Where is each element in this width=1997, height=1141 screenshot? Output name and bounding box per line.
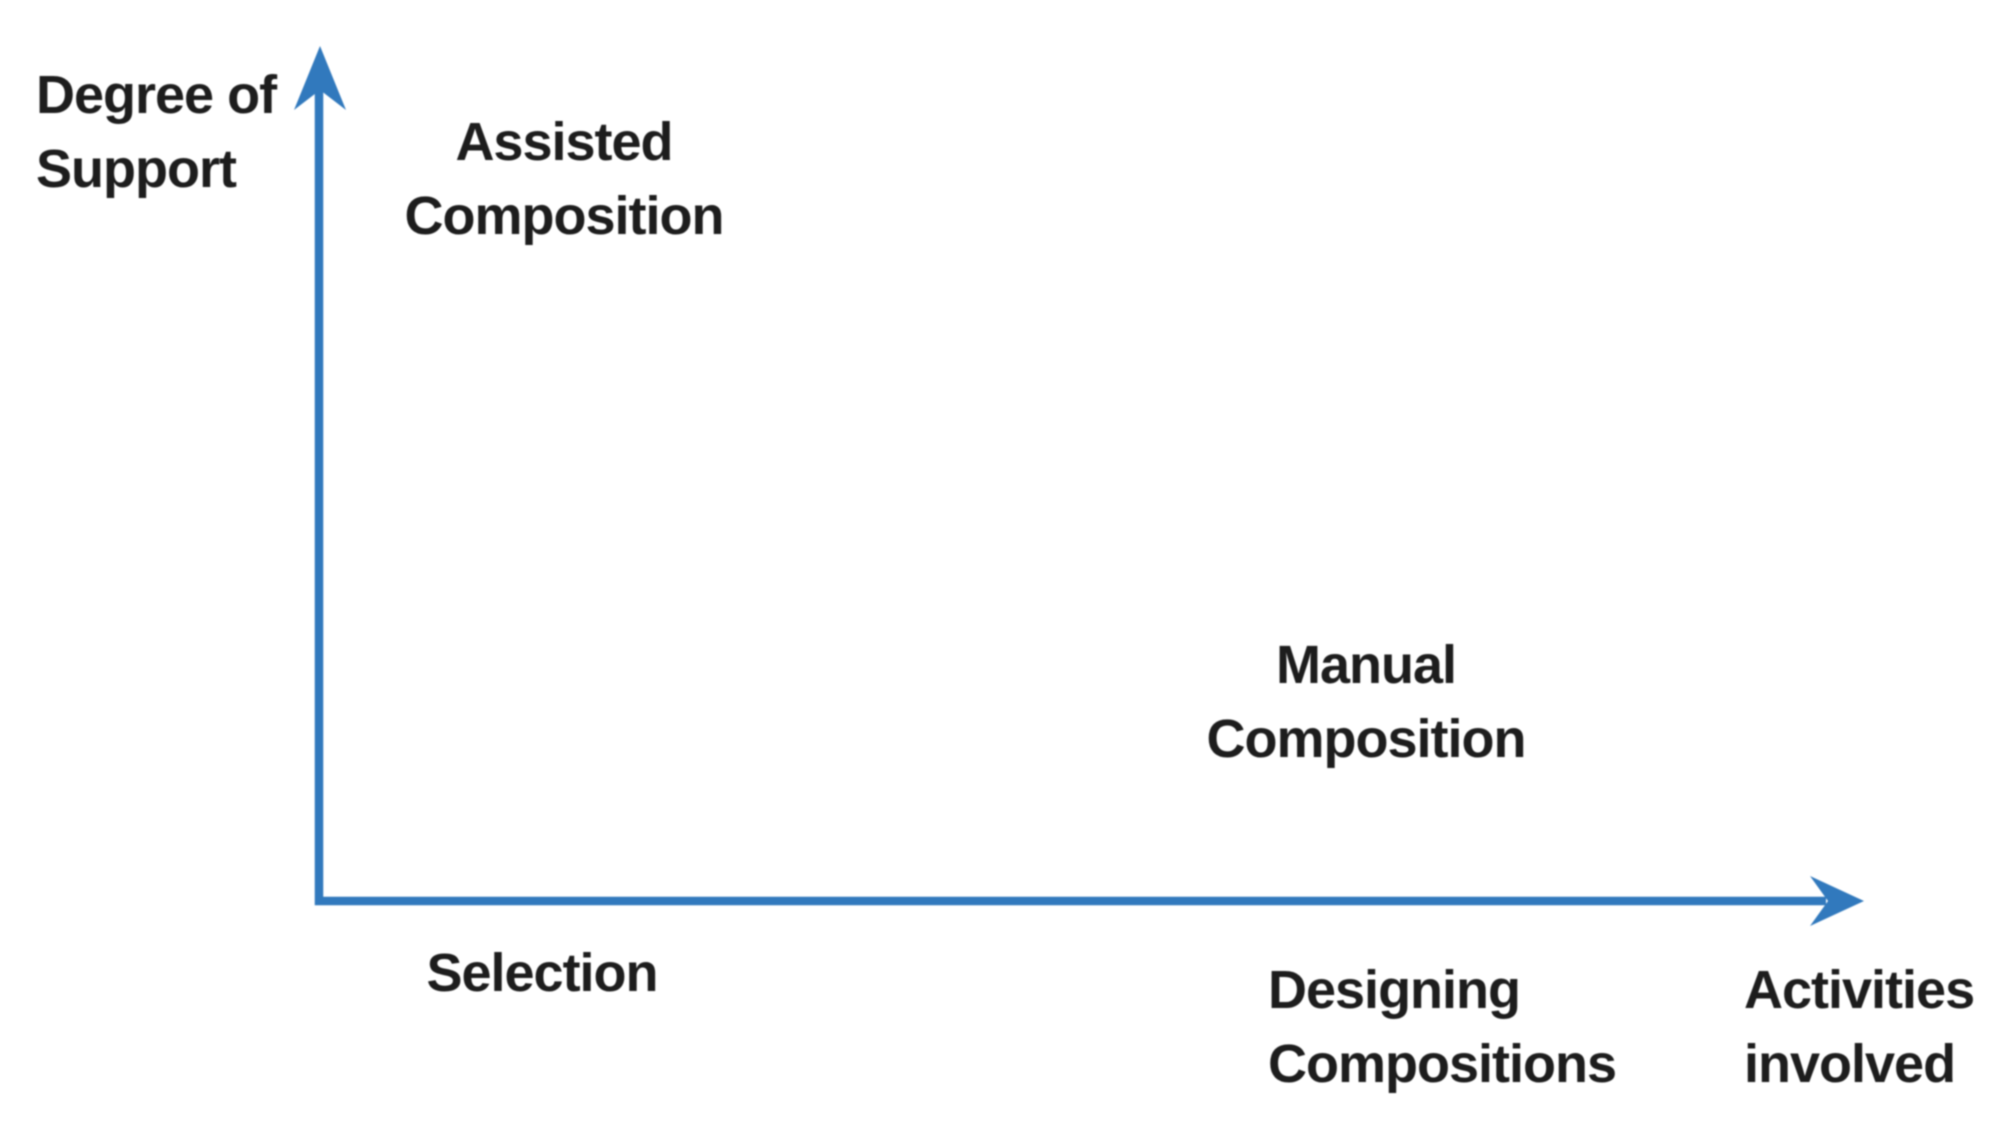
- manual-composition-label: Manual Composition: [1146, 628, 1586, 776]
- designing-compositions-label: Designing Compositions: [1268, 953, 1617, 1101]
- assisted-composition-line1: Assisted: [455, 112, 673, 172]
- axis-lines: [314, 86, 1826, 906]
- x-axis-label-line1: Activities: [1744, 960, 1975, 1020]
- x-axis-label-line2: involved: [1744, 1034, 1956, 1094]
- selection-label: Selection: [392, 936, 692, 1010]
- designing-compositions-line2: Compositions: [1268, 1034, 1617, 1094]
- x-axis-arrowhead-icon: [1810, 876, 1864, 926]
- y-axis-label-line1: Degree of: [36, 65, 277, 125]
- y-axis-arrowhead-icon: [294, 46, 346, 110]
- assisted-composition-label: Assisted Composition: [344, 105, 784, 253]
- y-axis-label: Degree of Support: [36, 58, 277, 206]
- designing-compositions-line1: Designing: [1268, 960, 1521, 1020]
- y-axis-label-line2: Support: [36, 139, 237, 199]
- manual-composition-line2: Composition: [1206, 709, 1527, 769]
- assisted-composition-line2: Composition: [404, 186, 725, 246]
- selection-line1: Selection: [426, 943, 658, 1003]
- x-axis-label: Activities involved: [1744, 953, 1975, 1101]
- manual-composition-line1: Manual: [1275, 635, 1457, 695]
